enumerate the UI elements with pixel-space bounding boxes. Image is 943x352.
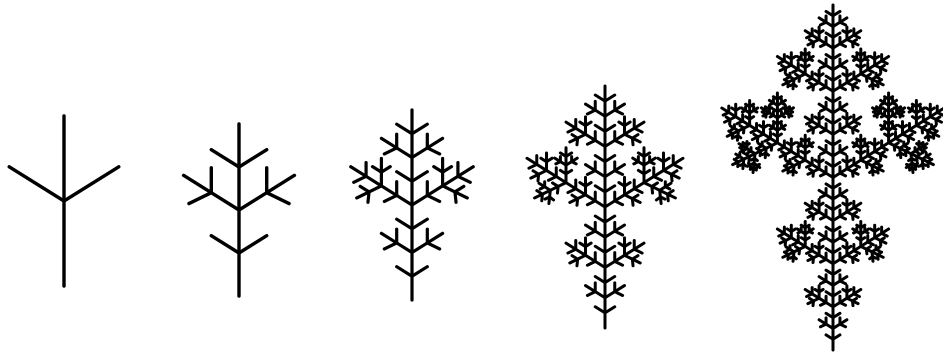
fractal-stage-1 [9, 116, 119, 286]
fractal-stage-3 [351, 110, 473, 300]
fractal-stage-5 [722, 5, 943, 350]
fractal-stage-2 [184, 124, 295, 296]
fractal-stage-4 [527, 86, 683, 328]
